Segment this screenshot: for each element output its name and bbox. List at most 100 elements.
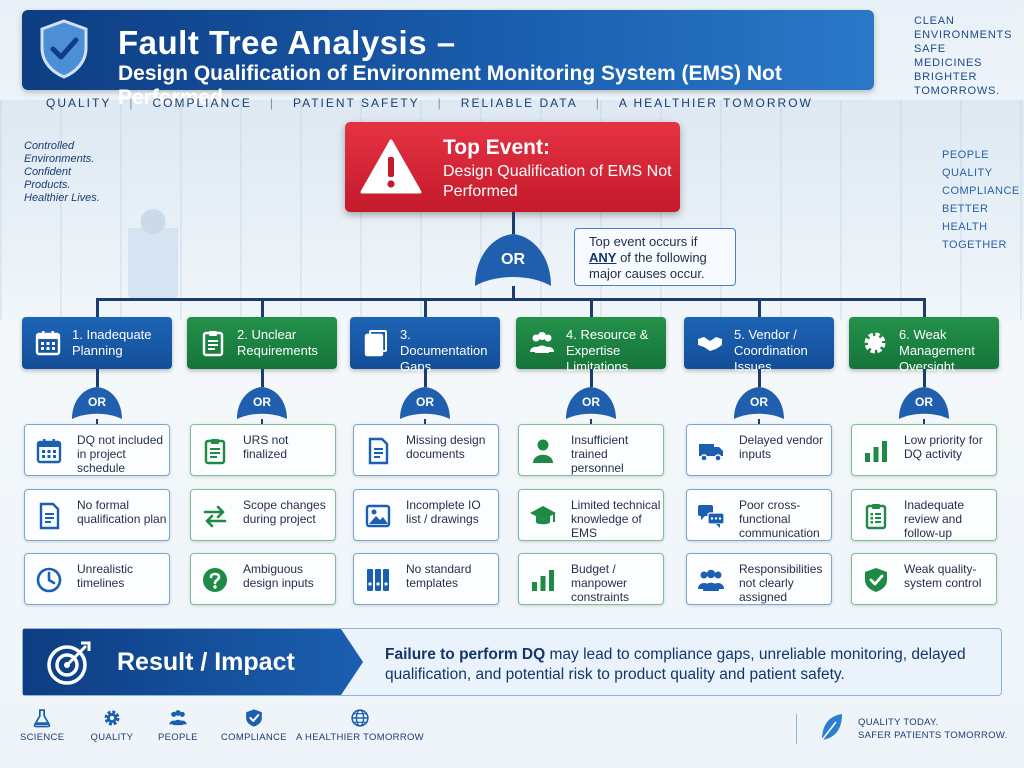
graduation-cap-icon — [529, 502, 557, 530]
cause-text: Budget / manpower constraints — [571, 562, 630, 604]
connector-line — [512, 212, 515, 234]
footer-slogan-line: SAFER PATIENTS TOMORROW. — [858, 730, 1008, 741]
cause-box: Limited technical knowledge of EMS — [518, 489, 664, 541]
cause-text: Limited technical knowledge of EMS — [571, 498, 661, 540]
slogan-line: Controlled — [24, 140, 75, 152]
shield-check-icon — [862, 566, 890, 594]
cause-box: Responsibilities not clearly assigned — [686, 553, 832, 605]
tagline-item: COMPLIANCE — [152, 96, 252, 110]
note-line: Top event occurs if — [589, 234, 698, 249]
cause-box: URS not finalized — [190, 424, 336, 476]
tagline-separator: | — [595, 96, 601, 110]
tagline-separator: | — [437, 96, 443, 110]
cause-text: Responsibilities not clearly assigned — [739, 562, 823, 604]
gear-icon — [861, 329, 889, 357]
or-gate-label: OR — [501, 251, 525, 268]
result-body: may lead to compliance gaps, unreliable … — [385, 646, 966, 683]
people-icon — [168, 708, 188, 728]
cause-category-label: 2. Unclear Requirements — [237, 327, 318, 358]
bar-chart-icon — [862, 437, 890, 465]
gear-icon — [102, 708, 122, 728]
cause-box: No standard templates — [353, 553, 499, 605]
connector-line — [261, 369, 264, 387]
clipboard-icon — [199, 329, 227, 357]
tagline-separator: | — [129, 96, 135, 110]
cause-text: Missing design documents — [406, 433, 486, 461]
document-icon — [364, 437, 392, 465]
cause-box: Missing design documents — [353, 424, 499, 476]
slogan-line: Healthier Lives. — [24, 192, 100, 204]
clipboard-icon — [201, 437, 229, 465]
question-icon — [201, 566, 229, 594]
warning-icon — [359, 138, 423, 196]
cause-box: Inadequate review and follow-up — [851, 489, 997, 541]
or-gate: OR — [564, 385, 618, 421]
or-gate: OR — [235, 385, 289, 421]
slogan-line: ENVIRONMENTS — [914, 29, 1013, 41]
globe-icon — [350, 708, 370, 728]
cause-category-1: 1. Inadequate Planning — [22, 317, 172, 369]
connector-line — [923, 300, 926, 317]
shield-icon — [244, 708, 264, 728]
footer-slogan: QUALITY TODAY. SAFER PATIENTS TOMORROW. — [858, 716, 1008, 742]
checklist-icon — [862, 502, 890, 530]
team-icon — [697, 566, 725, 594]
binders-icon — [364, 566, 392, 594]
swap-arrows-icon — [201, 502, 229, 530]
slogan-line: Products. — [24, 179, 71, 191]
cause-text: Unrealistic timelines — [77, 562, 134, 590]
cause-box: Low priority for DQ activity — [851, 424, 997, 476]
connector-line — [424, 369, 427, 387]
cause-text: Incomplete IO list / drawings — [406, 498, 481, 526]
cause-box: Delayed vendor inputs — [686, 424, 832, 476]
or-gate-label: OR — [915, 395, 933, 409]
slogan-line: Environments. — [24, 153, 95, 165]
cause-text: URS not finalized — [243, 433, 289, 461]
footer-item: COMPLIANCE — [221, 708, 287, 743]
truck-icon — [697, 437, 725, 465]
flask-icon — [32, 708, 52, 728]
footer-label: COMPLIANCE — [221, 732, 287, 743]
connector-line — [261, 419, 263, 425]
leaf-icon — [818, 712, 844, 742]
slogan-line: SAFE — [914, 43, 946, 55]
cause-category-4: 4. Resource & Expertise Limitations — [516, 317, 666, 374]
connector-line — [590, 419, 592, 425]
connector-line — [758, 369, 761, 387]
slogan-line: BRIGHTER — [914, 71, 978, 83]
footer-item: QUALITY — [91, 708, 134, 743]
cause-text: Weak quality-system control — [904, 562, 982, 590]
cause-text: Low priority for DQ activity — [904, 433, 983, 461]
documents-icon — [362, 329, 390, 357]
cause-category-label: 4. Resource & Expertise Limitations — [566, 327, 649, 374]
connector-line — [923, 419, 925, 425]
connector-line — [96, 300, 99, 317]
chat-icon — [697, 502, 725, 530]
cause-box: Unrealistic timelines — [24, 553, 170, 605]
tagline-item: QUALITY — [46, 96, 112, 110]
or-gate-label: OR — [582, 395, 600, 409]
slogan-line: CLEAN — [914, 15, 955, 27]
tagline-bar: QUALITY | COMPLIANCE | PATIENT SAFETY | … — [46, 96, 866, 110]
footer-label: SCIENCE — [20, 732, 65, 743]
slogan-line: TOGETHER — [942, 239, 1007, 251]
tagline-item: A HEALTHIER TOMORROW — [618, 96, 813, 110]
slogan-line: PEOPLE — [942, 149, 990, 161]
cause-box: Ambiguous design inputs — [190, 553, 336, 605]
cause-box: Poor cross-functional communication — [686, 489, 832, 541]
cause-category-label: 1. Inadequate Planning — [72, 327, 152, 358]
tagline-separator: | — [269, 96, 275, 110]
side-slogan-right: PEOPLE QUALITY COMPLIANCE BETTER HEALTH … — [942, 146, 1020, 254]
or-gate-label: OR — [88, 395, 106, 409]
cause-category-label: 5. Vendor / Coordination Issues — [734, 327, 808, 374]
people-icon — [528, 329, 556, 357]
cause-text: Ambiguous design inputs — [243, 562, 314, 590]
result-panel: Result / Impact Failure to perform DQ ma… — [22, 628, 1002, 696]
connector-bus — [96, 298, 926, 301]
slogan-line: HEALTH — [942, 221, 988, 233]
shield-check-icon — [38, 18, 90, 80]
cause-category-label: 6. Weak Management Oversight — [899, 327, 975, 374]
cause-box: Incomplete IO list / drawings — [353, 489, 499, 541]
slogan-line: QUALITY — [942, 167, 993, 179]
side-slogan-top-right: CLEAN ENVIRONMENTS SAFE MEDICINES BRIGHT… — [914, 14, 1012, 98]
